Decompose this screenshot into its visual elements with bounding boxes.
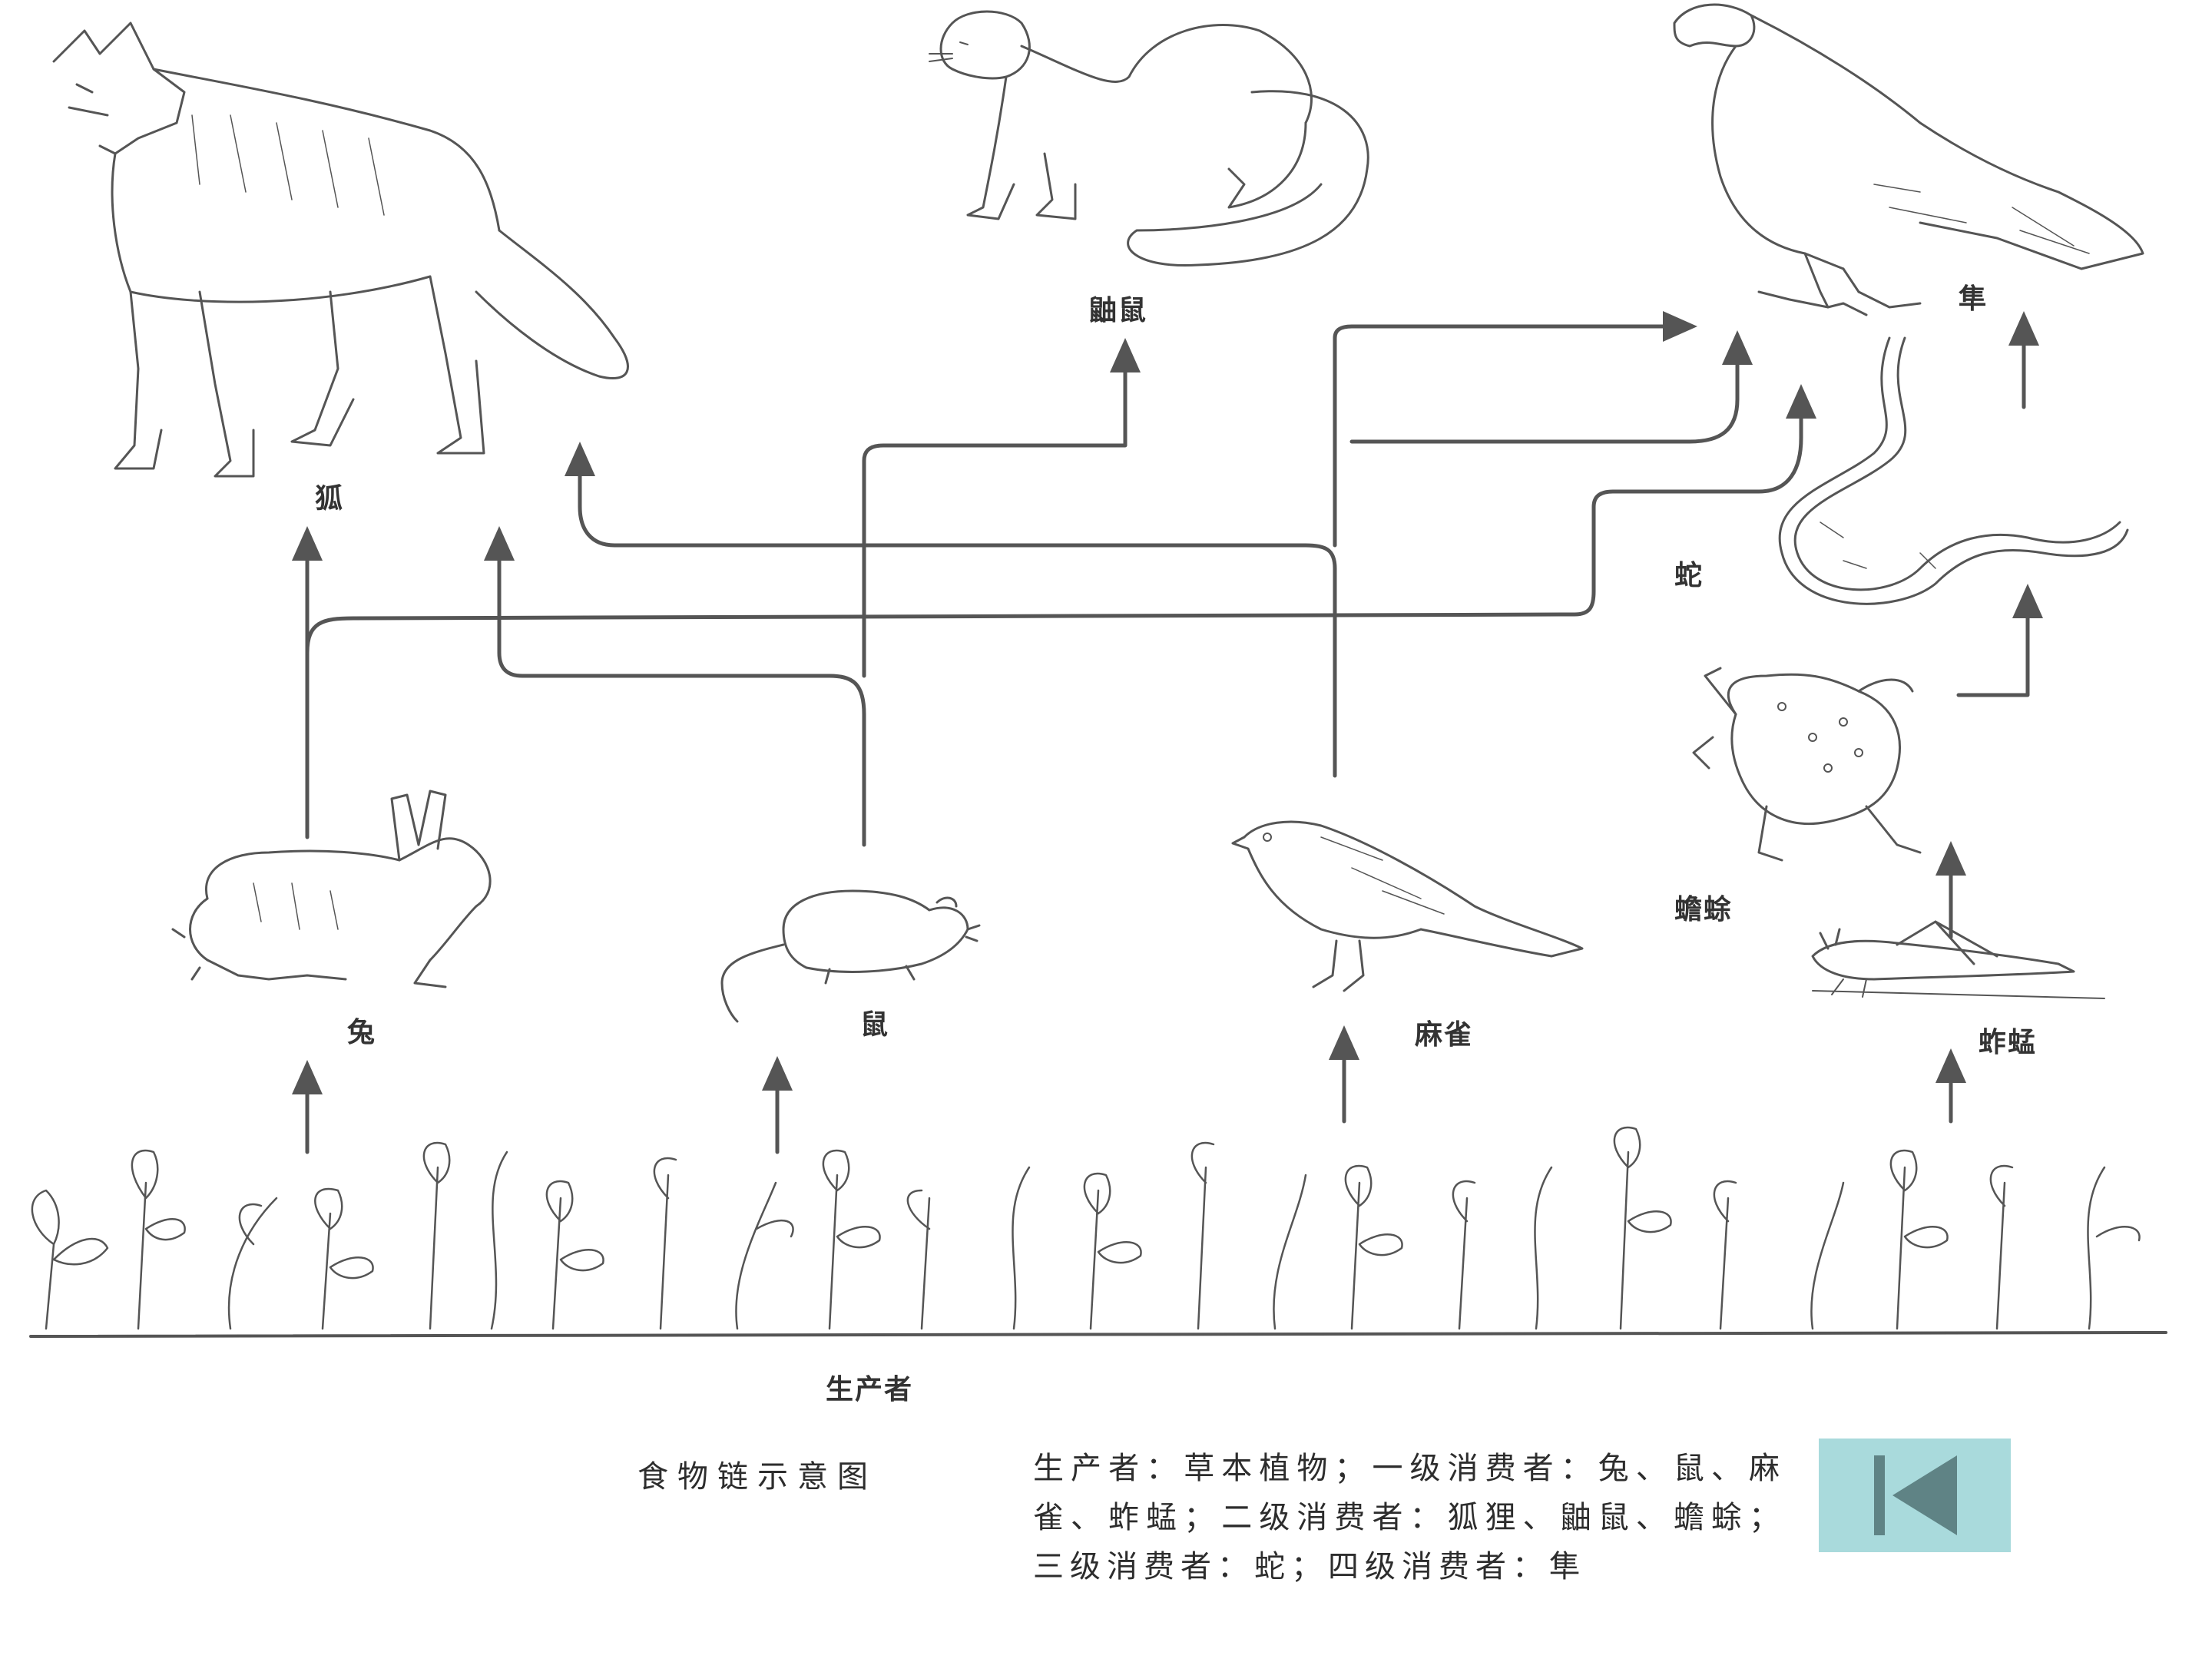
label-toad: 蟾蜍 — [1674, 894, 1734, 925]
fox-drawing — [52, 22, 629, 478]
arrow-sparrow-to-hawk — [1333, 311, 1697, 548]
label-hawk: 隼 — [1959, 283, 1988, 315]
label-producer: 生产者 — [826, 1374, 914, 1405]
label-fox: 狐 — [315, 483, 345, 515]
label-mouse: 鼠 — [860, 1009, 890, 1041]
snake-drawing — [1778, 336, 2129, 605]
arrow-rabbit-to-hawk — [305, 384, 1816, 655]
sparrow-drawing — [1231, 820, 1584, 992]
arrow-mouse-to-fox — [484, 526, 866, 847]
label-snake: 蛇 — [1674, 560, 1704, 591]
food-web-arrows — [292, 311, 2043, 1154]
label-rabbit: 兔 — [347, 1017, 377, 1048]
arrow-mouse-to-weasel — [862, 338, 1141, 678]
label-sparrow: 麻雀 — [1415, 1019, 1474, 1051]
grasshopper-drawing — [1811, 920, 2105, 999]
rabbit-drawing — [171, 790, 492, 988]
plants-drawing — [29, 1126, 2167, 1338]
hawk-drawing — [1673, 3, 2144, 316]
back-to-start-button[interactable] — [1819, 1439, 2011, 1552]
label-grasshopper: 蚱蜢 — [1979, 1027, 2038, 1058]
weasel-drawing — [929, 10, 1369, 267]
mouse-drawing — [720, 889, 981, 1023]
caption-title: 食物链示意图 — [637, 1459, 877, 1495]
toad-drawing — [1692, 667, 1922, 862]
arrow-toad-to-snake — [1956, 584, 2043, 697]
arrow-sparrow-to-fox — [565, 442, 1337, 778]
skip-to-start-icon — [1874, 1455, 1957, 1535]
caption-legend: 生产者：草本植物；一级消费者：兔、鼠、麻雀、蚱蜢；二级消费者：狐狸、鼬鼠、蟾蜍；… — [1033, 1451, 1786, 1584]
arrow-sparrow-to-hawk-2 — [1349, 330, 1753, 444]
label-weasel: 鼬鼠 — [1089, 295, 1148, 326]
